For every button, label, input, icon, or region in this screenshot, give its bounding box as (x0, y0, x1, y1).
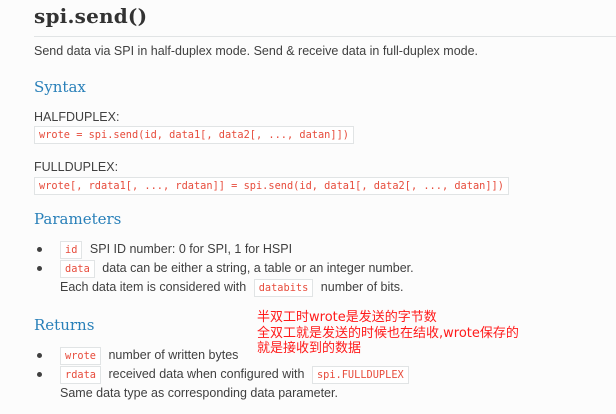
halfduplex-label: HALFDUPLEX: (34, 110, 120, 124)
annotation-line: 全双工就是发送的时候也在结收,wrote保存的 (257, 325, 519, 341)
list-item: id SPI ID number: 0 for SPI, 1 for HSPI (34, 240, 414, 259)
syntax-heading: Syntax (34, 78, 86, 96)
bullet-dot (37, 247, 42, 252)
fullduplex-label: FULLDUPLEX: (34, 160, 119, 174)
fullduplex-code-block: wrote[, rdata1[, ..., rdatan]] = spi.sen… (34, 176, 509, 195)
param-description: SPI ID number: 0 for SPI, 1 for HSPI (89, 242, 293, 256)
annotation-line: 就是接收到的数据 (257, 341, 362, 356)
return-description: number of written bytes (108, 348, 239, 362)
returns-list: wrote number of written bytes rdata rece… (34, 346, 413, 403)
list-item: wrote number of written bytes (34, 346, 413, 365)
halfduplex-code: wrote = spi.send(id, data1[, data2[, ...… (34, 126, 354, 144)
list-item: rdata received data when configured with… (34, 365, 413, 384)
title-divider (34, 36, 616, 37)
databits-code: databits (253, 279, 314, 297)
parameters-list: id SPI ID number: 0 for SPI, 1 for HSPI … (34, 240, 414, 297)
fullduplex-constant-code: spi.FULLDUPLEX (311, 366, 409, 384)
continuation-text: number of bits. (320, 280, 404, 294)
return-code: wrote (60, 347, 101, 365)
param-code: id (60, 241, 83, 259)
param-code: data (60, 260, 95, 278)
bullet-dot (37, 266, 42, 271)
page-title: spi.send() (34, 4, 148, 28)
annotation-line: 半双工时wrote是发送的字节数 (257, 310, 437, 325)
continuation-text: Each data item is considered with (60, 280, 247, 294)
list-item: data data can be either a string, a tabl… (34, 259, 414, 278)
fullduplex-code: wrote[, rdata1[, ..., rdatan]] = spi.sen… (34, 177, 509, 195)
red-annotation: 半双工时wrote是发送的字节数 全双工就是发送的时候也在结收,wrote保存的… (257, 310, 519, 357)
return-description: received data when configured with (108, 367, 305, 381)
return-code: rdata (60, 366, 101, 384)
returns-heading: Returns (34, 316, 95, 334)
bullet-dot (37, 372, 42, 377)
bullet-dot (37, 353, 42, 358)
intro-text: Send data via SPI in half-duplex mode. S… (34, 44, 479, 58)
param-description: data can be either a string, a table or … (102, 261, 414, 275)
return-continuation: Same data type as corresponding data par… (60, 386, 338, 400)
parameters-heading: Parameters (34, 210, 122, 228)
param-continuation: Each data item is considered with databi… (34, 278, 414, 297)
halfduplex-code-block: wrote = spi.send(id, data1[, data2[, ...… (34, 125, 354, 144)
